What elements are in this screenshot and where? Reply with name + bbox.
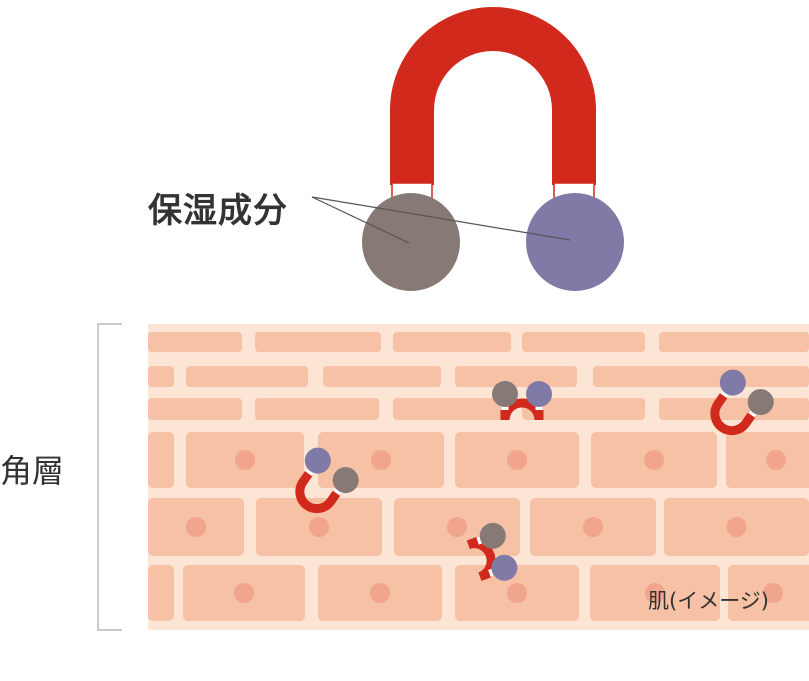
- ingredient-ball-purple: [526, 193, 624, 291]
- skin-cell: [659, 398, 809, 420]
- small-ingredient-gray: [479, 522, 506, 549]
- small-magnet-icon: [466, 522, 518, 581]
- skin-cell: [148, 565, 174, 621]
- skin-cell: [148, 432, 174, 488]
- cell-nucleus: [763, 583, 783, 603]
- skin-cell: [522, 332, 645, 352]
- cell-nucleus: [235, 450, 255, 470]
- small-ingredient-purple: [304, 447, 331, 474]
- cell-nucleus: [507, 583, 527, 603]
- small-ingredient-purple: [719, 369, 746, 396]
- small-magnets: [295, 369, 774, 581]
- skin-cell: [186, 366, 308, 387]
- cell-nucleus: [447, 517, 467, 537]
- skin-cell: [255, 398, 379, 420]
- small-ingredient-gray: [332, 467, 359, 494]
- layer-bracket: [97, 323, 122, 631]
- cell-nucleus: [583, 517, 603, 537]
- skin-cell: [148, 366, 174, 387]
- skin-cells: [148, 332, 809, 621]
- small-magnet-icon: [295, 447, 359, 514]
- skin-cell: [323, 366, 441, 387]
- skin-layer: [148, 324, 809, 630]
- skin-cell: [593, 366, 809, 387]
- small-magnet-icon: [492, 381, 552, 421]
- magnet-body: [390, 7, 596, 185]
- cell-nucleus: [371, 450, 391, 470]
- moisturizing-ingredient-label: 保湿成分: [148, 191, 288, 231]
- cell-nucleus: [644, 450, 664, 470]
- cell-nuclei: [186, 450, 786, 603]
- small-magnet-body: [500, 398, 544, 421]
- cell-nucleus: [186, 517, 206, 537]
- skin-image-caption: 肌(イメージ): [648, 589, 769, 613]
- skin-cell: [148, 398, 242, 420]
- skin-cell: [255, 332, 381, 352]
- cell-nucleus: [645, 583, 665, 603]
- skin-cell: [393, 398, 511, 420]
- cell-nucleus: [370, 583, 390, 603]
- small-magnet-body: [466, 537, 496, 581]
- small-ingredient-purple: [491, 554, 518, 581]
- skin-cell: [659, 332, 809, 352]
- skin-cell: [148, 332, 242, 352]
- small-magnet-body: [295, 471, 341, 514]
- small-magnet-icon: [710, 369, 774, 436]
- small-ingredient-gray: [747, 389, 774, 416]
- skin-cell: [522, 398, 645, 420]
- small-magnet-body: [710, 393, 756, 436]
- cell-nucleus: [766, 450, 786, 470]
- small-ingredient-purple: [526, 381, 552, 407]
- cell-nucleus: [507, 450, 527, 470]
- cell-nucleus: [309, 517, 329, 537]
- skin-cell: [455, 366, 577, 387]
- stratum-corneum-label: 角層: [0, 452, 65, 490]
- cell-nucleus: [726, 517, 747, 537]
- cell-nucleus: [234, 583, 254, 603]
- skin-cell: [393, 332, 511, 352]
- label-leader-lines: [311, 196, 571, 244]
- small-ingredient-gray: [492, 381, 518, 407]
- horseshoe-magnet-icon: [362, 7, 624, 291]
